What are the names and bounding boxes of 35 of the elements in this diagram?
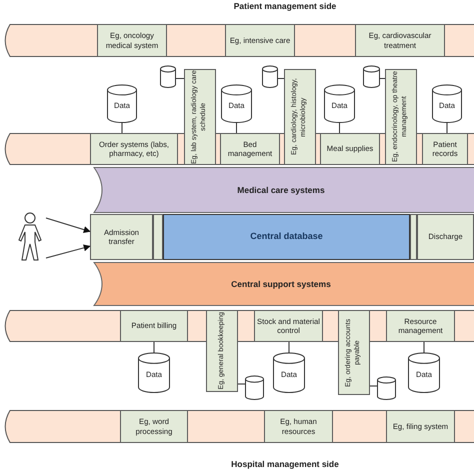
connector-line: [339, 122, 340, 134]
system-box: [264, 410, 333, 443]
system-box: [184, 69, 216, 165]
box-label: Medical care systems: [237, 184, 325, 196]
connector-line: [278, 78, 284, 79]
system-box: [355, 24, 445, 57]
system-box: [206, 310, 238, 392]
system-box: [320, 133, 380, 165]
system-box: [90, 133, 178, 165]
system-box: [90, 214, 153, 260]
connector-line: [446, 122, 448, 134]
box-label: Central support systems: [231, 278, 331, 290]
system-box: [386, 310, 455, 342]
arrow: [46, 218, 91, 233]
system-box: [385, 69, 417, 165]
system-box: [386, 410, 455, 443]
connector-line: [288, 342, 290, 354]
database-box: [163, 214, 410, 260]
system-box: [120, 310, 188, 342]
system-box: [225, 24, 295, 57]
system-box: [120, 410, 188, 443]
system-box: [417, 214, 474, 260]
connector-line: [176, 78, 184, 79]
heading: Patient management side: [232, 1, 338, 11]
connector-line: [380, 78, 386, 79]
system-box: [254, 310, 323, 342]
system-box: [220, 133, 280, 165]
system-box: [422, 133, 468, 165]
box-label: Central database: [250, 231, 323, 243]
heading: Hospital management side: [230, 459, 340, 469]
system-box: [284, 69, 316, 165]
system-box: [97, 24, 167, 57]
arrow: [46, 244, 91, 258]
connector-line: [236, 122, 237, 134]
system-box: [338, 310, 370, 395]
